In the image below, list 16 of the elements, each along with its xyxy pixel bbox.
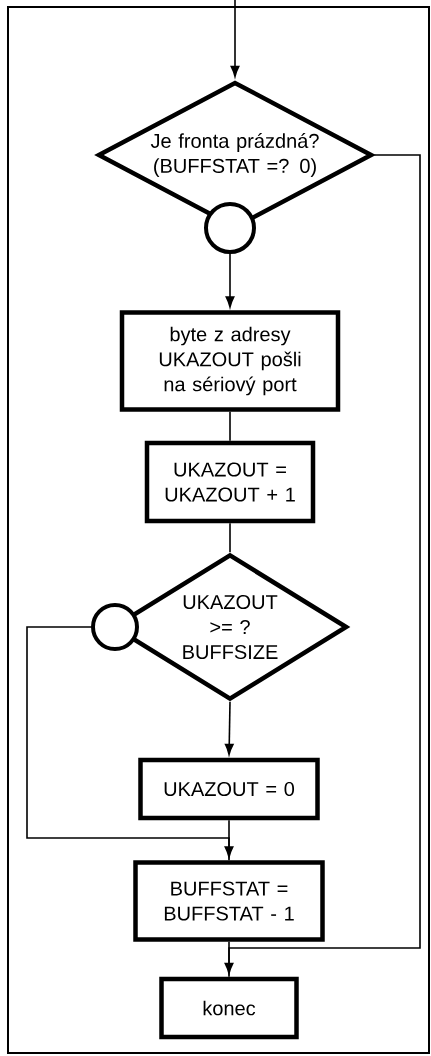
process-box: UKAZOUT = UKAZOUT + 1	[144, 440, 316, 524]
connector-line	[229, 522, 231, 554]
arrow	[26, 626, 234, 858]
process-box: UKAZOUT = 0	[138, 757, 320, 821]
process-box: konec	[159, 976, 299, 1040]
connector-circle	[204, 202, 256, 254]
arrow	[225, 253, 235, 308]
connector-line	[228, 940, 230, 978]
connector-line	[228, 819, 230, 862]
arrow	[224, 154, 421, 975]
process-box: BUFFSTAT = BUFFSTAT - 1	[133, 860, 325, 942]
arrow	[224, 700, 234, 756]
connector-line	[229, 410, 231, 442]
connector-circle	[91, 603, 139, 651]
process-box: byte z adresy UKAZOUT pošli na sériový port	[119, 310, 341, 412]
arrow	[230, 0, 240, 78]
